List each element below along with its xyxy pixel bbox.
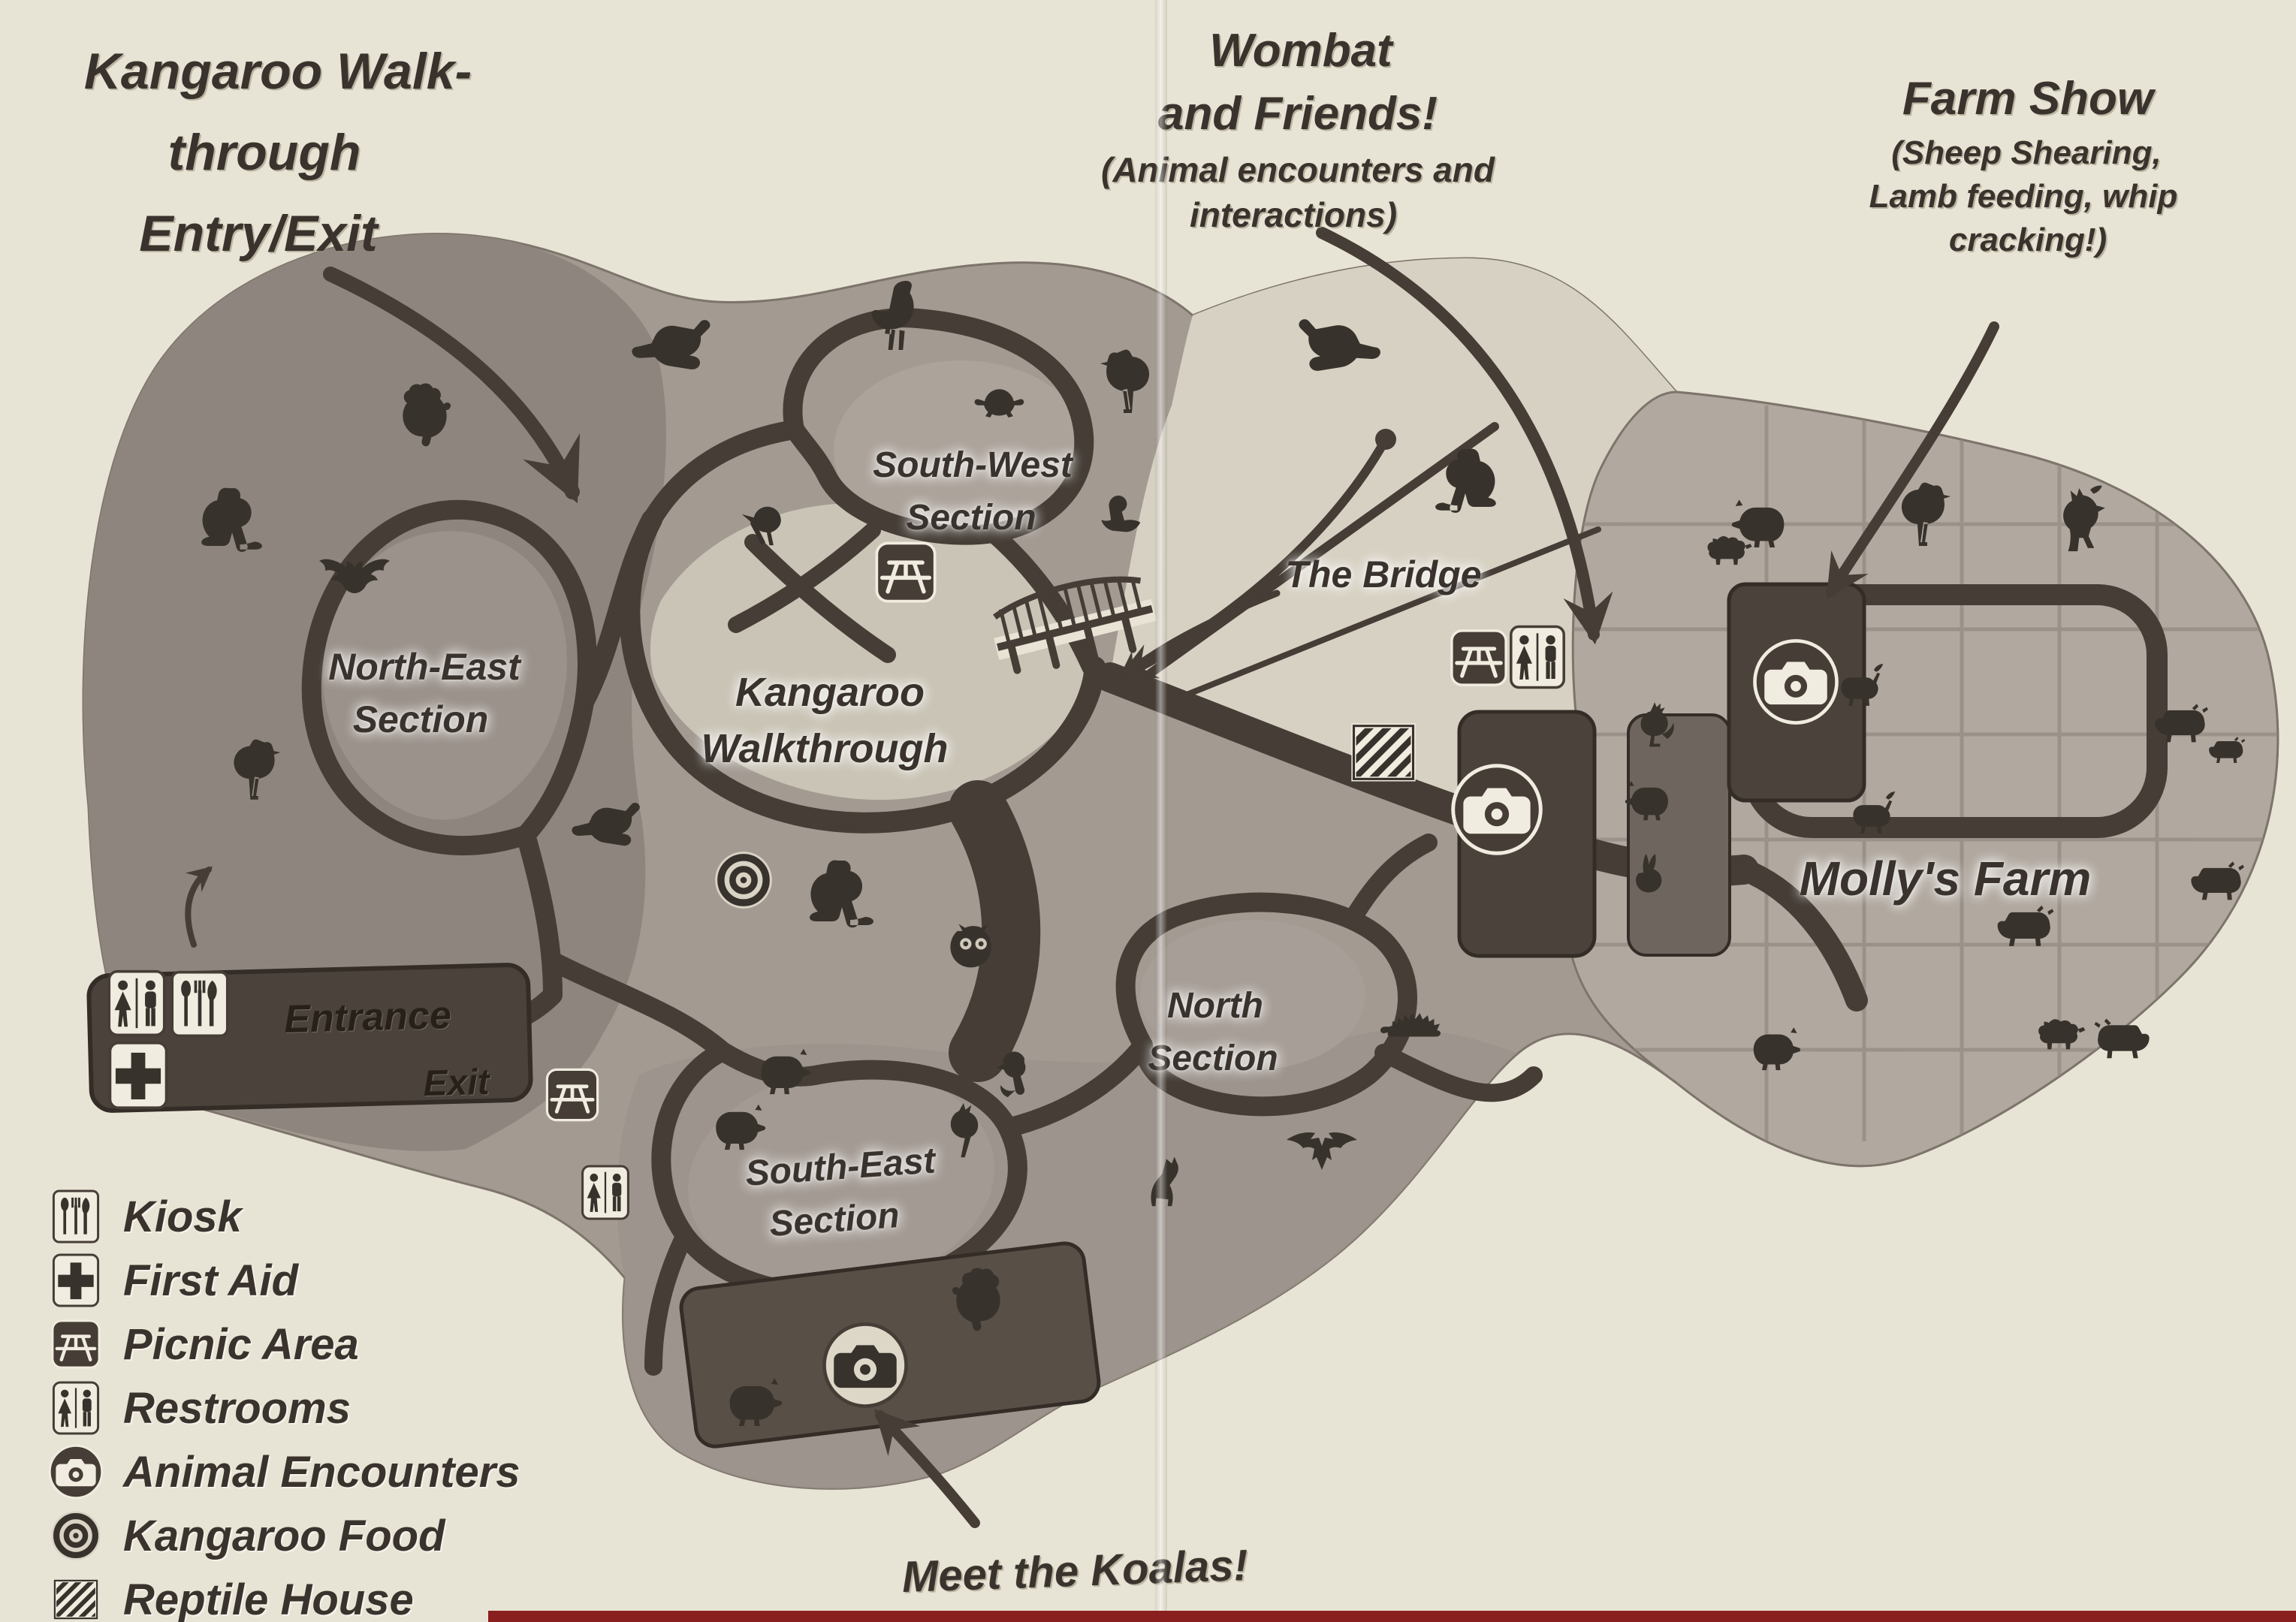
callout-farm-show-sub1: (Sheep Shearing, [1891,134,2161,171]
legend-row-reptile-house: Reptile House [48,1571,520,1622]
label-entrance: Entrance [284,993,452,1042]
kiosk-icon [52,1189,100,1244]
arrow-dot [1375,429,1396,450]
legend-label: Kiosk [123,1192,242,1241]
arrow-entrance-to-loop [185,866,213,948]
section-label-south-east-2: Section [768,1195,901,1244]
section-label-walkthrough-1: Kangaroo [735,670,925,715]
path-sw-to-bridge [984,524,1100,676]
region-north-inner [1140,920,1365,1070]
region-se-inner [687,1069,995,1289]
callout-wombat-sub2: interactions) [1190,195,1397,234]
callout-kwt-line2: through [168,124,361,181]
legend-row-restrooms: Restrooms [48,1379,520,1437]
section-label-walkthrough-2: Walkthrough [701,726,949,771]
callout-wombat-line1: Wombat [1209,25,1394,77]
section-label-north-east-2: Section [353,698,489,740]
map-legend: Kiosk First Aid Picnic Area Restrooms An… [48,1188,520,1622]
path-southwest-loop [783,308,1094,545]
path-stem-southeast [543,951,732,1061]
first-aid-icon [52,1253,100,1307]
legend-row-animal-encounters: Animal Encounters [48,1443,520,1500]
picnic-icon [876,543,934,601]
legend-row-picnic-area: Picnic Area [48,1316,520,1373]
label-mollys-farm: Molly's Farm [1800,852,2092,906]
brochure-fold-crease [1155,0,1167,1622]
callout-farm-show-sub3: cracking!) [1949,222,2107,258]
cam_light-icon [824,1324,906,1406]
farm-animal-strip-panel [1627,713,1731,957]
path-x-cross-2 [744,534,896,663]
callout-kwt-line1: Kangaroo Walk- [84,43,472,100]
restrooms-icon [52,1381,100,1435]
cam_dark-icon [1754,641,1836,722]
legend-row-kiosk: Kiosk [48,1188,520,1245]
section-label-north-1: North [1167,986,1263,1026]
camera-icon [48,1444,104,1500]
path-owl-band [949,780,1041,1082]
path-se-exit [998,1036,1153,1138]
picnic-icon [547,1069,597,1120]
path-se-tail [644,1226,694,1376]
path-walkthrough-loop [619,509,1106,834]
section-label-north-2: Section [1148,1039,1278,1078]
section-label-north-east-1: North-East [328,646,522,688]
kiosk-icon [170,970,229,1038]
arrow-wombat-to-bridge [1118,435,1390,679]
restrooms-icon [581,1165,629,1220]
restrooms-icon [1510,625,1565,689]
callout-farm-show-title: Farm Show [1902,73,2156,125]
callout-kwt-line3: Entry/Exit [139,205,379,262]
region-ne-inner [323,531,567,820]
region-sw-inner [834,360,1089,541]
path-northeast-loop [301,499,597,856]
arrow-farm-show [1826,321,1999,599]
restrooms-icon [107,969,166,1037]
legend-label: Picnic Area [123,1319,359,1369]
legend-label: Kangaroo Food [123,1511,445,1560]
section-label-south-west-1: South-West [873,445,1074,485]
legend-label: Restrooms [123,1383,351,1433]
region-walkthrough-inner [650,503,1084,800]
brochure-edge-strip [488,1611,2296,1622]
arrow-wombat-and-friends [1316,227,1613,645]
path-north-loop [1115,892,1417,1117]
arrow-kangaroo-walkthrough-entry [323,267,581,504]
callout-wombat-sub1: (Animal encounters and [1101,150,1495,189]
path-light-slant-1 [1137,422,1499,684]
legend-label: Animal Encounters [123,1447,520,1497]
target-icon [48,1508,104,1563]
path-north-exits [1344,834,1543,1102]
arrow-meet-the-koalas [874,1409,980,1528]
arrow-the-bridge [1118,589,1281,680]
reptile-icon [1353,726,1413,779]
firstaid-icon [108,1041,168,1110]
cam_dark-icon [1453,766,1541,854]
path-band-down [1733,858,1868,1011]
callout-arrows [185,227,1999,1528]
target-icon [715,852,772,909]
bridge-icon [993,576,1157,674]
path-light-slant-2 [1160,526,1601,707]
path-southeast-loop [651,1042,1027,1304]
legend-label: Reptile House [123,1575,414,1622]
stripes-icon [48,1572,104,1622]
picnic-icon [1452,631,1506,685]
callout-farm-show-sub2: Lamb feeding, whip [1869,178,2178,215]
legend-row-kangaroo-food: Kangaroo Food [48,1507,520,1564]
callout-wombat-line2: and Friends! [1158,88,1438,140]
legend-row-first-aid: First Aid [48,1252,520,1309]
label-the-bridge: The Bridge [1285,553,1481,595]
label-meet-the-koalas: Meet the Koalas! [901,1541,1249,1602]
picnic-area-icon [48,1316,104,1372]
label-exit: Exit [423,1063,491,1104]
legend-label: First Aid [123,1256,299,1305]
section-label-south-west-2: Section [906,498,1036,538]
